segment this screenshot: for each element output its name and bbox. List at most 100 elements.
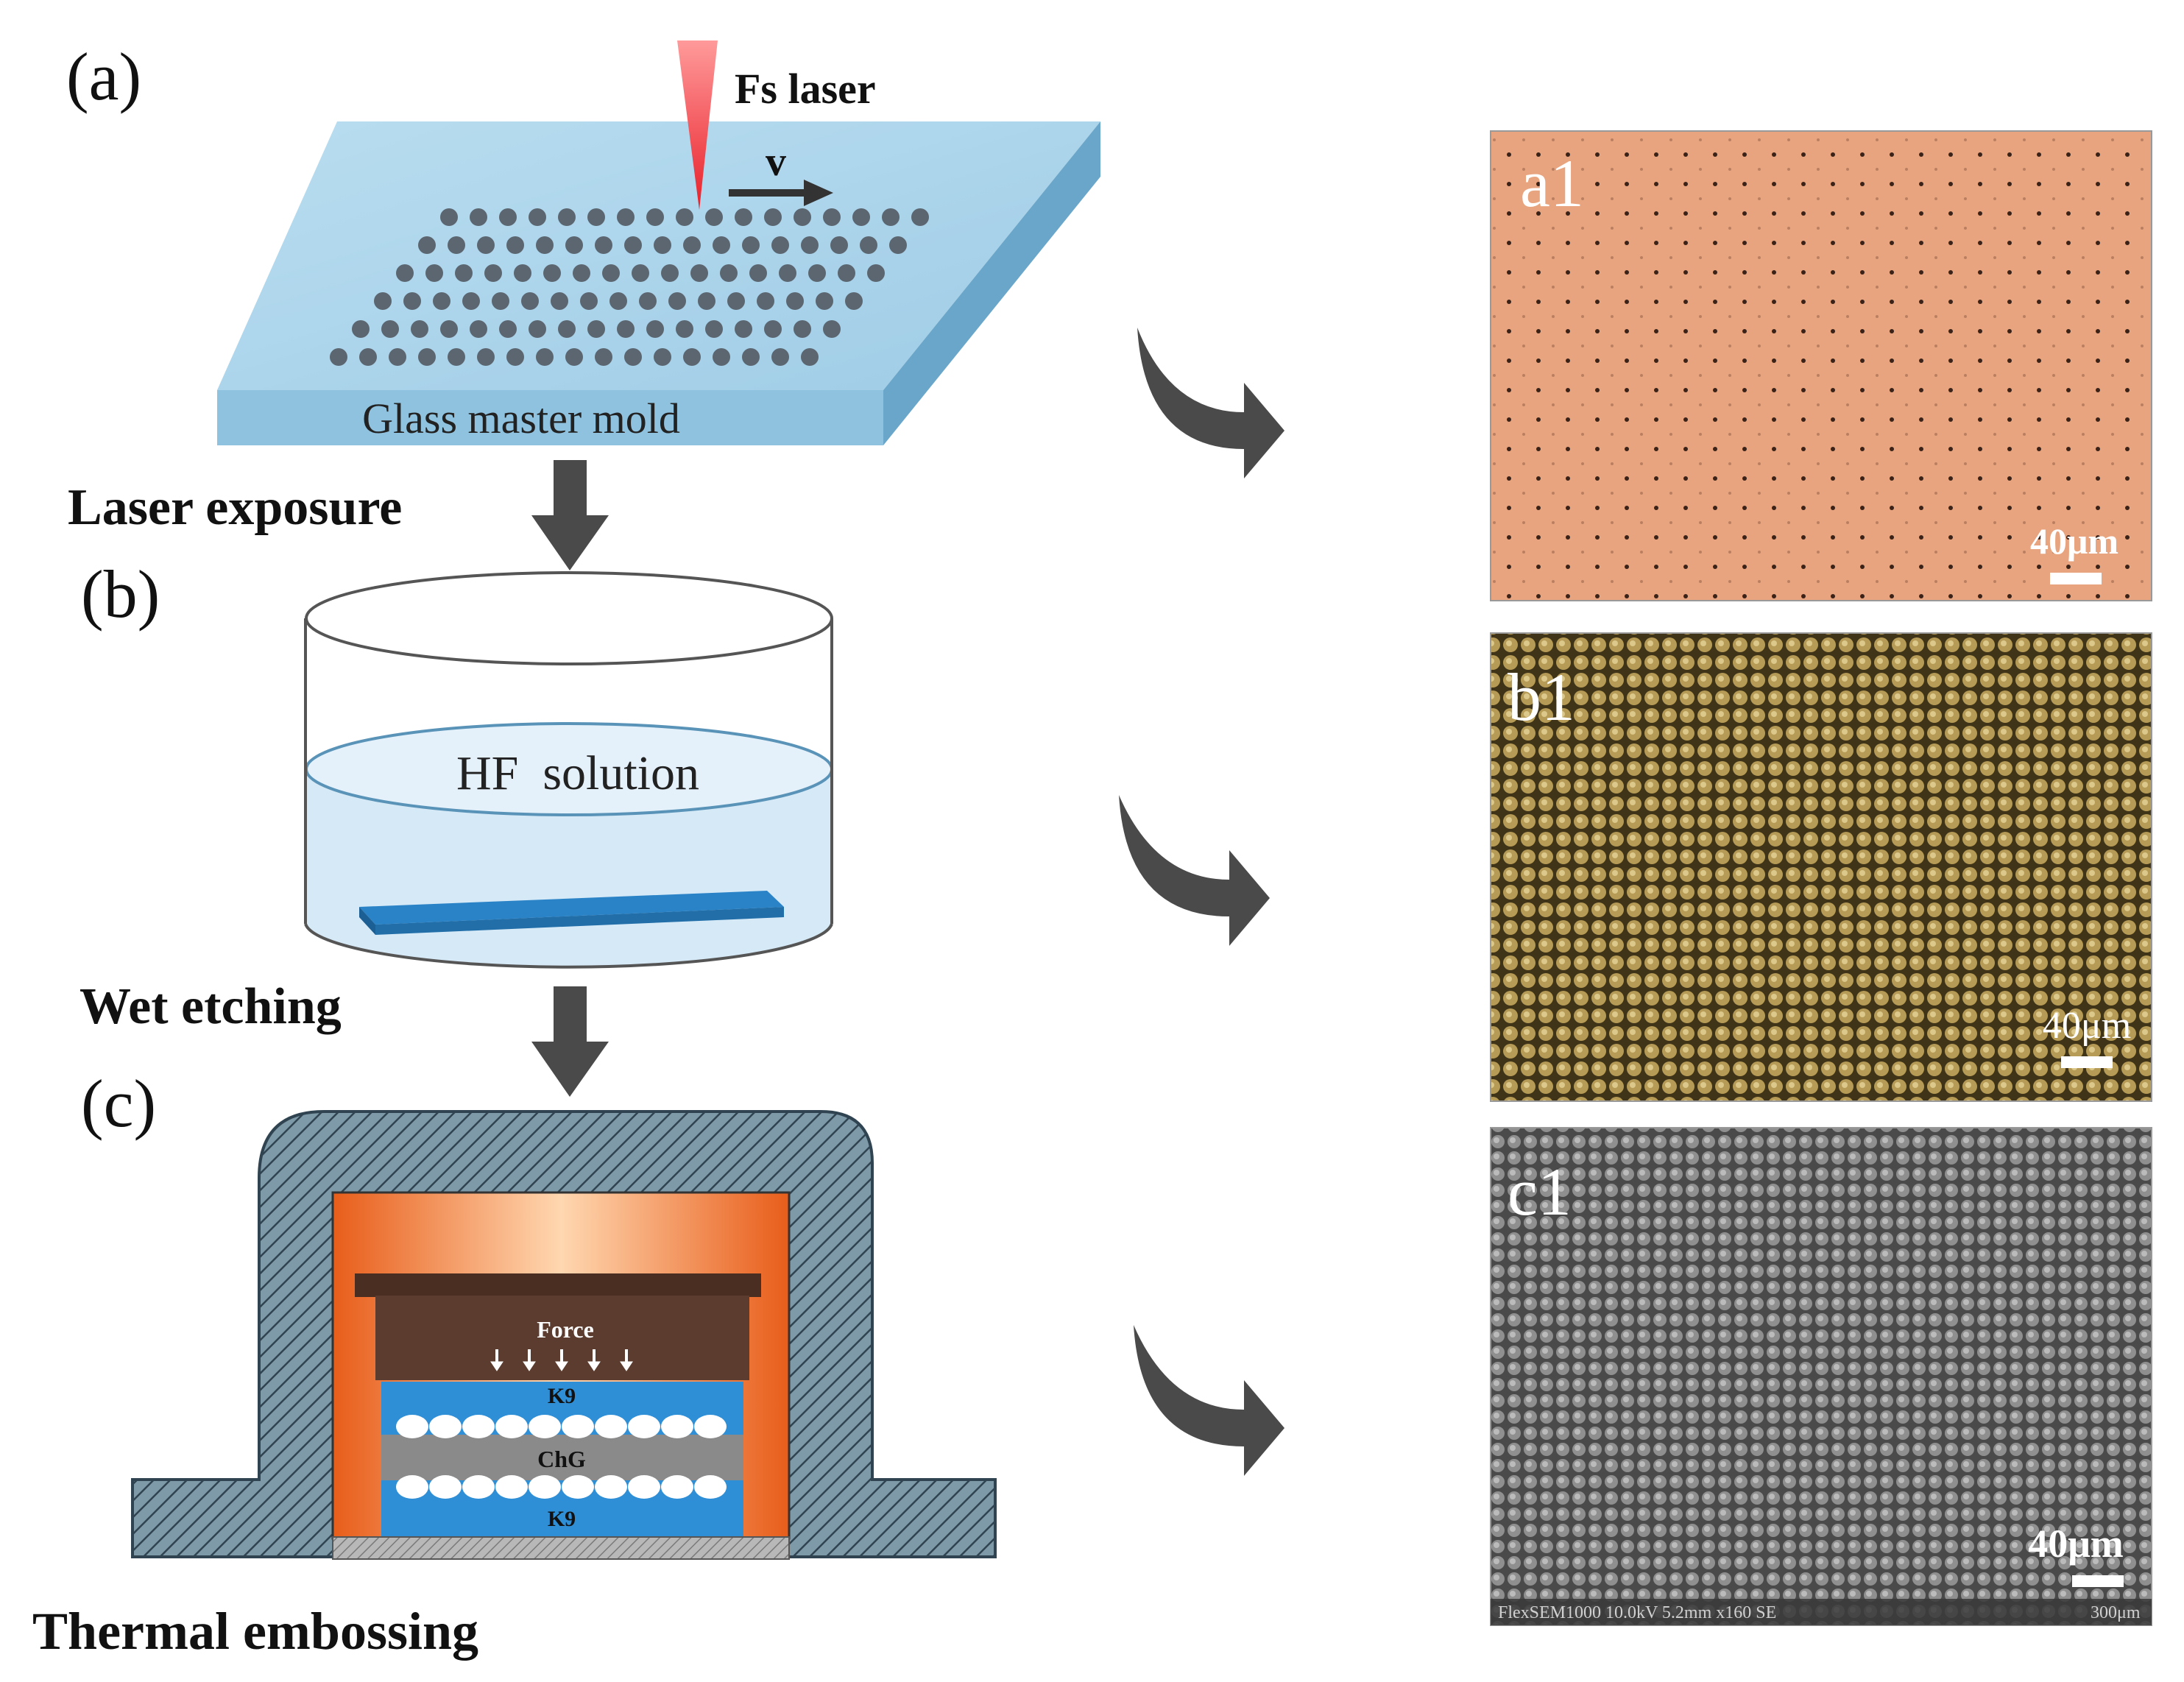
laser-dot bbox=[690, 264, 708, 282]
laser-dot bbox=[514, 264, 531, 282]
fs-laser-label: Fs laser bbox=[735, 65, 876, 113]
microlens-bead bbox=[429, 1415, 462, 1438]
laser-dot bbox=[713, 236, 730, 254]
force-arrow-head bbox=[523, 1361, 536, 1371]
panel-c: (c) Force K9 ChG K9 Thermal embossing bbox=[32, 1066, 997, 1661]
b1-scale-bar bbox=[2061, 1056, 2113, 1068]
laser-dot bbox=[794, 320, 811, 338]
microlens-bead bbox=[661, 1415, 693, 1438]
laser-dot bbox=[632, 264, 649, 282]
b1-label: b1 bbox=[1508, 660, 1575, 735]
micrograph-b1: b1 40μm bbox=[1490, 632, 2152, 1102]
sem-scale: 300μm bbox=[2091, 1603, 2141, 1622]
laser-dot bbox=[624, 348, 642, 366]
laser-dot bbox=[830, 236, 848, 254]
microlens-bead bbox=[628, 1415, 660, 1438]
laser-dot bbox=[676, 320, 693, 338]
laser-dot bbox=[573, 264, 590, 282]
microlens-bead bbox=[562, 1475, 594, 1499]
laser-dot bbox=[764, 320, 782, 338]
microlens-bead bbox=[595, 1415, 627, 1438]
laser-dot bbox=[683, 348, 701, 366]
laser-dot bbox=[713, 348, 730, 366]
laser-dot bbox=[749, 264, 767, 282]
laser-dot bbox=[867, 264, 885, 282]
velocity-label: v bbox=[766, 139, 786, 185]
laser-dot bbox=[470, 320, 487, 338]
microlens-bead bbox=[529, 1475, 561, 1499]
laser-dot bbox=[676, 208, 693, 226]
laser-dot bbox=[558, 320, 576, 338]
force-arrows bbox=[490, 1349, 633, 1371]
laser-dot bbox=[529, 208, 546, 226]
laser-dot bbox=[462, 292, 480, 310]
laser-dot bbox=[595, 348, 612, 366]
laser-dot bbox=[477, 348, 495, 366]
glass-master-mold-label: Glass master mold bbox=[362, 395, 680, 442]
base-plate bbox=[332, 1536, 790, 1560]
laser-dot bbox=[742, 236, 760, 254]
laser-dot bbox=[506, 348, 524, 366]
laser-dot bbox=[595, 236, 612, 254]
laser-dot bbox=[801, 236, 819, 254]
laser-dot bbox=[816, 292, 833, 310]
laser-dot bbox=[558, 208, 576, 226]
hf-solution-label: HF solution bbox=[456, 746, 699, 800]
microlens-bead bbox=[462, 1415, 495, 1438]
laser-dot bbox=[639, 292, 657, 310]
laser-dot bbox=[565, 348, 583, 366]
microlens-bead bbox=[694, 1415, 727, 1438]
thermal-embossing-label: Thermal embossing bbox=[32, 1602, 478, 1661]
microlens-beads bbox=[396, 1415, 727, 1499]
microlens-bead bbox=[661, 1475, 693, 1499]
a1-scale-label: 40μm bbox=[2030, 520, 2118, 562]
laser-dot bbox=[403, 292, 421, 310]
laser-dot bbox=[646, 320, 664, 338]
panel-a-letter: (a) bbox=[66, 39, 141, 114]
a1-scale-bar bbox=[2050, 573, 2102, 584]
laser-dot bbox=[698, 292, 715, 310]
laser-dot bbox=[705, 208, 723, 226]
laser-dot bbox=[823, 208, 841, 226]
laser-dot bbox=[602, 264, 620, 282]
laser-dot bbox=[742, 348, 760, 366]
laser-dot bbox=[683, 236, 701, 254]
laser-dot-array bbox=[330, 208, 929, 366]
laser-dot bbox=[808, 264, 826, 282]
laser-dot bbox=[470, 208, 487, 226]
microlens-bead bbox=[495, 1415, 528, 1438]
k9-top-label: K9 bbox=[548, 1384, 576, 1408]
laser-dot bbox=[779, 264, 796, 282]
microlens-bead bbox=[396, 1415, 428, 1438]
laser-dot bbox=[823, 320, 841, 338]
laser-dot bbox=[499, 208, 517, 226]
glass-slab-front bbox=[217, 390, 883, 445]
laser-dot bbox=[882, 208, 900, 226]
laser-dot bbox=[477, 236, 495, 254]
laser-dot bbox=[580, 292, 598, 310]
laser-dot bbox=[771, 348, 789, 366]
laser-dot bbox=[764, 208, 782, 226]
laser-dot bbox=[506, 236, 524, 254]
curved-arrow-a bbox=[1137, 328, 1284, 478]
microlens-bead bbox=[529, 1415, 561, 1438]
laser-dot bbox=[418, 236, 436, 254]
c1-label: c1 bbox=[1508, 1154, 1572, 1229]
panel-b-letter: (b) bbox=[81, 556, 160, 632]
laser-dot bbox=[735, 320, 752, 338]
laser-dot bbox=[609, 292, 627, 310]
laser-dot bbox=[860, 236, 877, 254]
laser-dot bbox=[455, 264, 473, 282]
laser-dot bbox=[654, 236, 671, 254]
laser-dot bbox=[661, 264, 679, 282]
laser-exposure-label: Laser exposure bbox=[68, 479, 402, 536]
microlens-bead bbox=[694, 1475, 727, 1499]
laser-dot bbox=[617, 320, 635, 338]
laser-dot bbox=[845, 292, 863, 310]
down-arrow-2 bbox=[531, 986, 609, 1097]
laser-dot bbox=[551, 292, 568, 310]
glass-slab-top bbox=[217, 121, 1100, 390]
laser-dot bbox=[359, 348, 377, 366]
laser-dot bbox=[727, 292, 745, 310]
fs-laser-beam bbox=[677, 40, 718, 210]
